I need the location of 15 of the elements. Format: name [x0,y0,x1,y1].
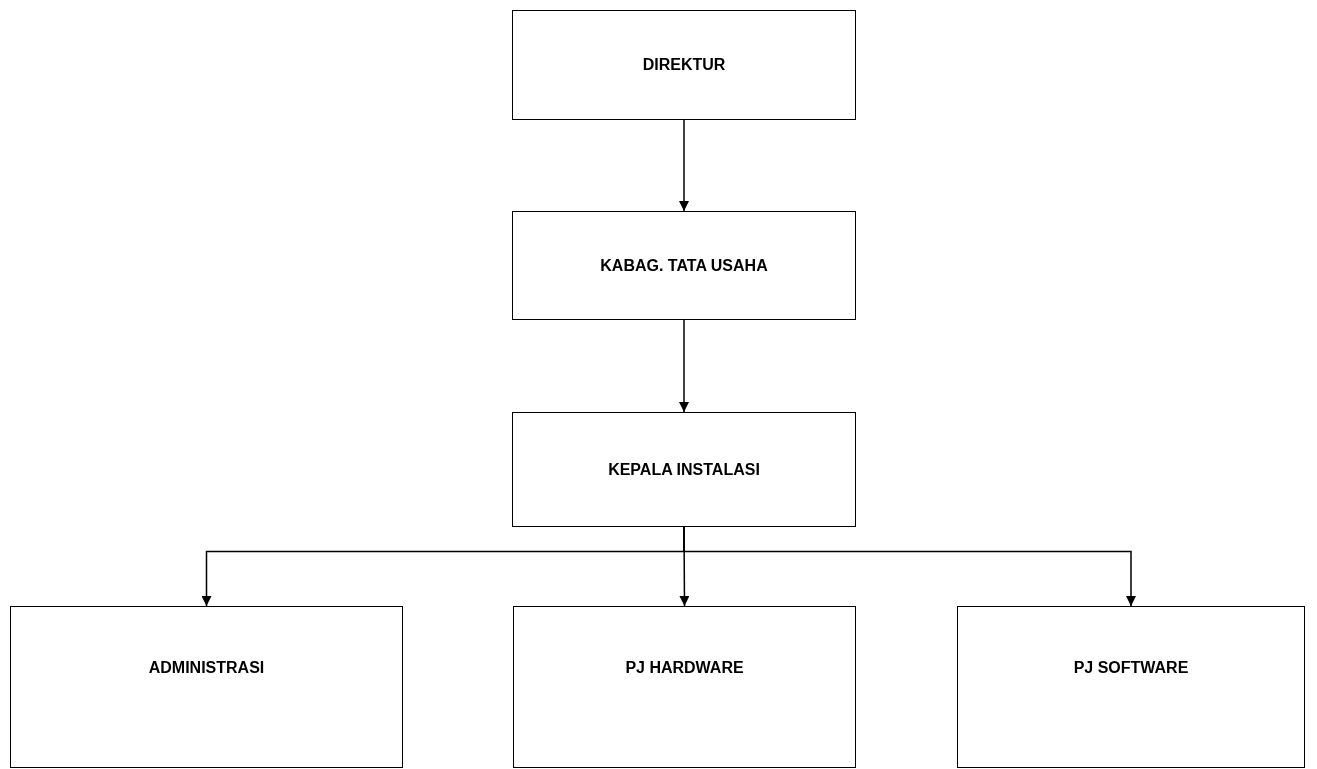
org-box [10,606,403,768]
box-label: DIREKTUR [642,56,726,74]
org-box [512,412,856,527]
box-label: PJ SOFTWARE [1073,659,1189,677]
arrow [679,319,689,413]
org-box [512,10,856,120]
box-label: PJ HARDWARE [625,659,744,677]
org-box [512,211,856,320]
org-box [513,606,856,768]
box-label: KEPALA INSTALASI [608,460,760,479]
arrow [679,119,689,212]
org-box [957,606,1305,768]
box-label: KABAG. TATA USAHA [600,256,768,275]
arrow [683,526,1136,607]
box-label: ADMINISTRASI [148,659,265,677]
